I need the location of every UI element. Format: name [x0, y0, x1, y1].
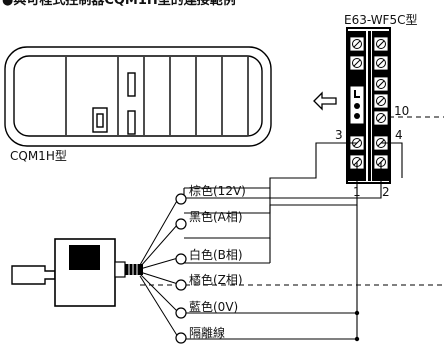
dashed-leaders	[140, 116, 444, 286]
wire-end-circles	[175, 193, 187, 344]
plc-unit	[4, 46, 272, 147]
wire-label-white: 白色(B相)	[189, 248, 243, 262]
wiring-lines	[183, 142, 403, 340]
terminal-2-label: 2	[382, 185, 390, 199]
wire-label-shield: 隔離線	[189, 326, 226, 340]
plc-label: CQM1H型	[10, 149, 67, 163]
junction-dots	[354, 310, 360, 342]
terminal-block	[346, 27, 391, 184]
wire-label-blue: 藍色(0V)	[189, 300, 239, 314]
terminal-1-label: 1	[353, 185, 361, 199]
wire-label-brown: 棕色(12V)	[189, 184, 246, 198]
terminal-screw-right-3-slot	[377, 97, 385, 105]
rotary-encoder-icon	[11, 238, 143, 307]
diagram-title: ●與可程式控制器CQM1H型的連接範例	[2, 0, 236, 8]
sensor-label: E63-WF5C型	[344, 13, 418, 27]
terminal-screw-right-1-slot	[377, 59, 385, 67]
fanout-wires	[139, 198, 179, 338]
terminal-3-label: 3	[335, 128, 343, 142]
terminal-4-label: 4	[395, 128, 403, 142]
wire-label-orange: 橘色(Z相)	[189, 273, 243, 287]
terminal-10-label: 10	[394, 104, 410, 118]
left-arrow-icon	[313, 91, 337, 111]
terminal-screw-left-1-slot	[353, 59, 361, 67]
terminal-screw-left-0-slot	[353, 40, 361, 48]
terminal-screw-right-4-slot	[377, 114, 385, 122]
terminal-screw-right-0-slot	[377, 40, 385, 48]
wire-label-black: 黑色(A相)	[189, 210, 243, 224]
terminal-screw-right-2-slot	[377, 80, 385, 88]
